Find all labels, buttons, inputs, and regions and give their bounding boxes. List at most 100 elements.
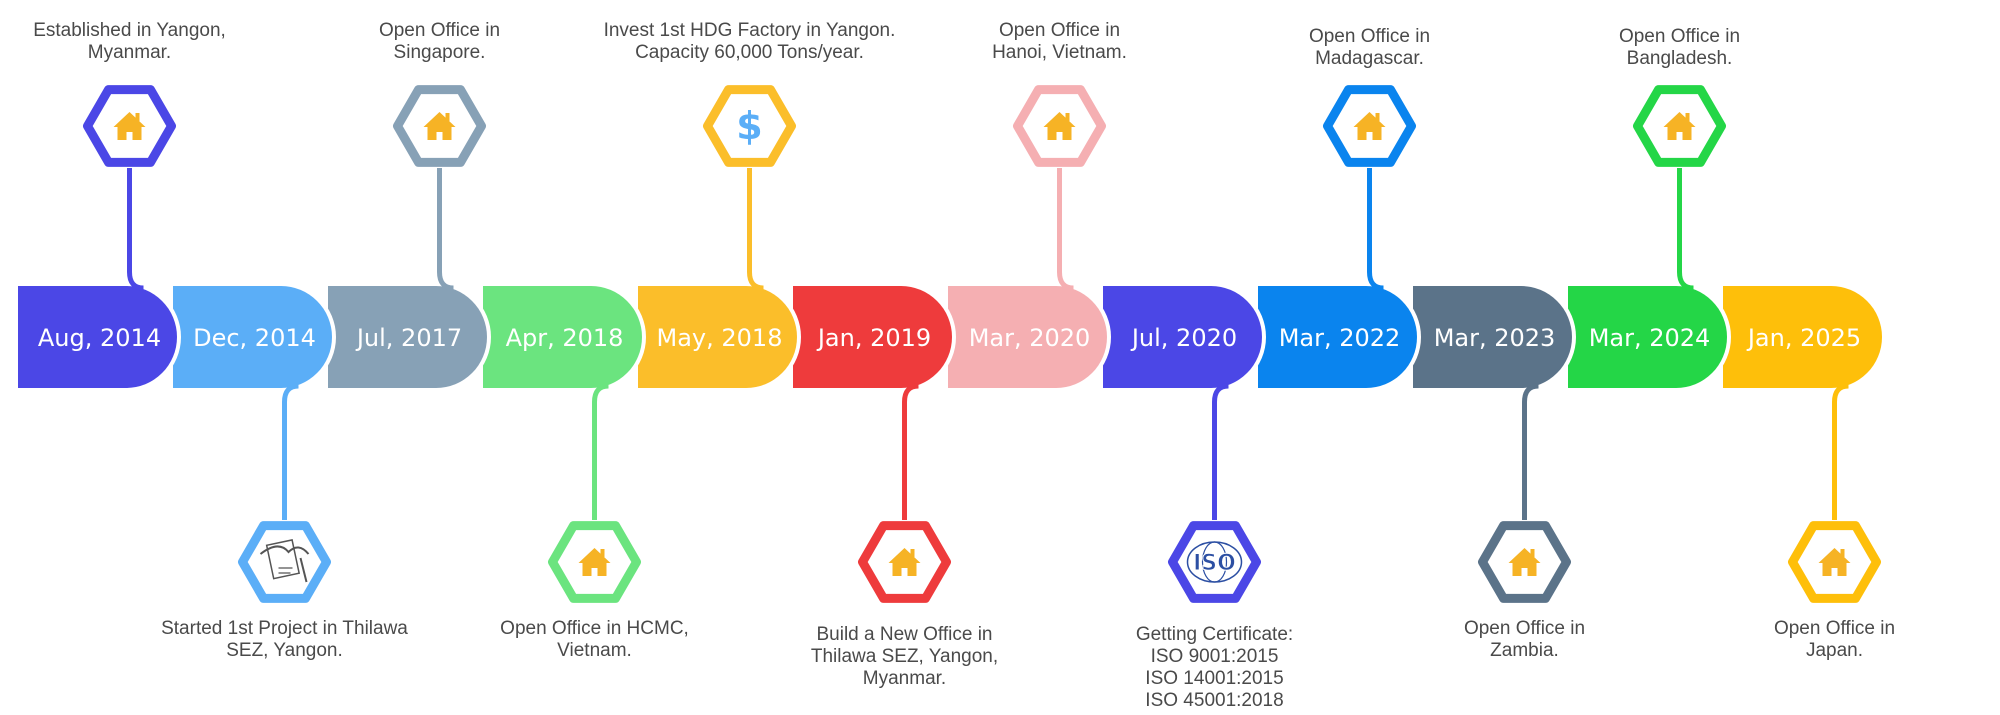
connector-line — [1677, 168, 1694, 291]
house-shape — [578, 548, 611, 576]
milestone-date: May, 2018 — [657, 324, 783, 352]
caption-line: SEZ, Yangon. — [226, 640, 343, 661]
milestone-date: Jul, 2017 — [355, 324, 462, 352]
chimney-shape — [600, 549, 605, 557]
connector-line — [127, 168, 144, 291]
iso-text: ISO — [1193, 551, 1236, 576]
timeline-segment: Mar, 2022 — [1258, 282, 1421, 392]
house-shape — [1508, 548, 1541, 576]
house-icon — [1818, 548, 1851, 576]
caption-line: ISO 45001:2018 — [1145, 690, 1284, 711]
milestone-marker — [548, 383, 641, 603]
chimney-shape — [135, 113, 140, 121]
caption-line: Open Office in HCMC, — [500, 618, 689, 639]
milestone-date: Jan, 2025 — [1746, 324, 1861, 352]
house-shape — [113, 112, 146, 140]
segment-fill — [948, 286, 1107, 388]
milestone-marker — [858, 383, 951, 603]
caption-line: Madagascar. — [1315, 48, 1424, 69]
house-shape — [1353, 112, 1386, 140]
house-icon — [1663, 112, 1696, 140]
caption-line: Myanmar. — [87, 42, 172, 63]
milestone-date: Apr, 2018 — [506, 324, 624, 352]
chimney-shape — [910, 549, 915, 557]
milestone-marker — [1633, 85, 1726, 291]
connector-line — [1057, 168, 1074, 291]
connector-line — [1522, 383, 1539, 520]
timeline-segment: Apr, 2018 — [483, 282, 646, 392]
milestone-marker: $ — [703, 85, 796, 291]
chimney-shape — [1840, 549, 1845, 557]
milestone-date: Dec, 2014 — [193, 324, 316, 352]
caption-line: Open Office in — [998, 20, 1121, 41]
milestone-marker — [1323, 85, 1416, 291]
caption-line: Vietnam. — [557, 640, 632, 661]
caption-line: Open Office in — [1773, 618, 1896, 639]
caption-line: Open Office in — [378, 20, 501, 41]
milestone-caption: Invest 1st HDG Factory in Yangon.Capacit… — [580, 20, 920, 64]
timeline-segment: Mar, 2023 — [1413, 282, 1576, 392]
connector-line — [1832, 383, 1849, 520]
house-shape — [888, 548, 921, 576]
house-shape — [1818, 548, 1851, 576]
caption-line: Started 1st Project in Thilawa — [161, 618, 408, 639]
milestone-marker — [83, 85, 176, 291]
milestone-marker — [393, 85, 486, 291]
milestone-date: Jan, 2019 — [816, 324, 931, 352]
milestone-caption: Established in Yangon,Myanmar. — [0, 20, 300, 64]
connector-line — [592, 383, 609, 520]
segment-fill — [173, 286, 332, 388]
segment-fill — [18, 286, 177, 388]
milestone-marker — [1788, 383, 1881, 603]
caption-line: Bangladesh. — [1626, 48, 1733, 69]
segment-fill — [1723, 286, 1882, 388]
timeline-segment: Dec, 2014 — [173, 282, 336, 392]
milestone-caption: Open Office in HCMC,Vietnam. — [425, 618, 765, 662]
handshake-line — [259, 545, 310, 555]
timeline-segment: Jan, 2019 — [793, 282, 956, 392]
connector-line — [1367, 168, 1384, 291]
caption-line: Getting Certificate: — [1135, 624, 1294, 645]
caption-line: ISO 9001:2015 — [1150, 646, 1279, 667]
chimney-shape — [445, 113, 450, 121]
caption-line: Singapore. — [393, 42, 486, 63]
timeline-segment: Jul, 2017 — [328, 282, 491, 392]
milestone-date: Jul, 2020 — [1130, 324, 1237, 352]
segment-fill — [638, 286, 797, 388]
segment-fill — [1413, 286, 1572, 388]
connector-line — [902, 383, 919, 520]
milestone-date: Aug, 2014 — [38, 324, 161, 352]
house-icon — [423, 112, 456, 140]
dollar-glyph: $ — [736, 104, 762, 148]
house-icon — [113, 112, 146, 140]
connector-line — [747, 168, 764, 291]
caption-line: Thilawa SEZ, Yangon, — [810, 646, 999, 667]
milestone-date: Mar, 2023 — [1434, 324, 1556, 352]
connector-line — [282, 383, 299, 520]
chimney-shape — [1530, 549, 1535, 557]
caption-line: Capacity 60,000 Tons/year. — [635, 42, 864, 63]
milestone-marker: ISO — [1168, 383, 1261, 603]
milestone-date: Mar, 2020 — [969, 324, 1091, 352]
hexagon-badge — [703, 85, 796, 167]
caption-line: Open Office in — [1308, 26, 1431, 47]
chimney-shape — [1375, 113, 1380, 121]
house-shape — [1043, 112, 1076, 140]
milestone-marker — [1478, 383, 1571, 603]
milestone-marker — [1013, 85, 1106, 291]
hexagon-badge — [1168, 521, 1261, 603]
caption-line: Open Office in — [1618, 26, 1741, 47]
globe-meridian — [1201, 541, 1228, 583]
caption-line: Hanoi, Vietnam. — [992, 42, 1127, 63]
connector-line — [437, 168, 454, 291]
timeline-segment: Jan, 2025 — [1723, 282, 1886, 392]
